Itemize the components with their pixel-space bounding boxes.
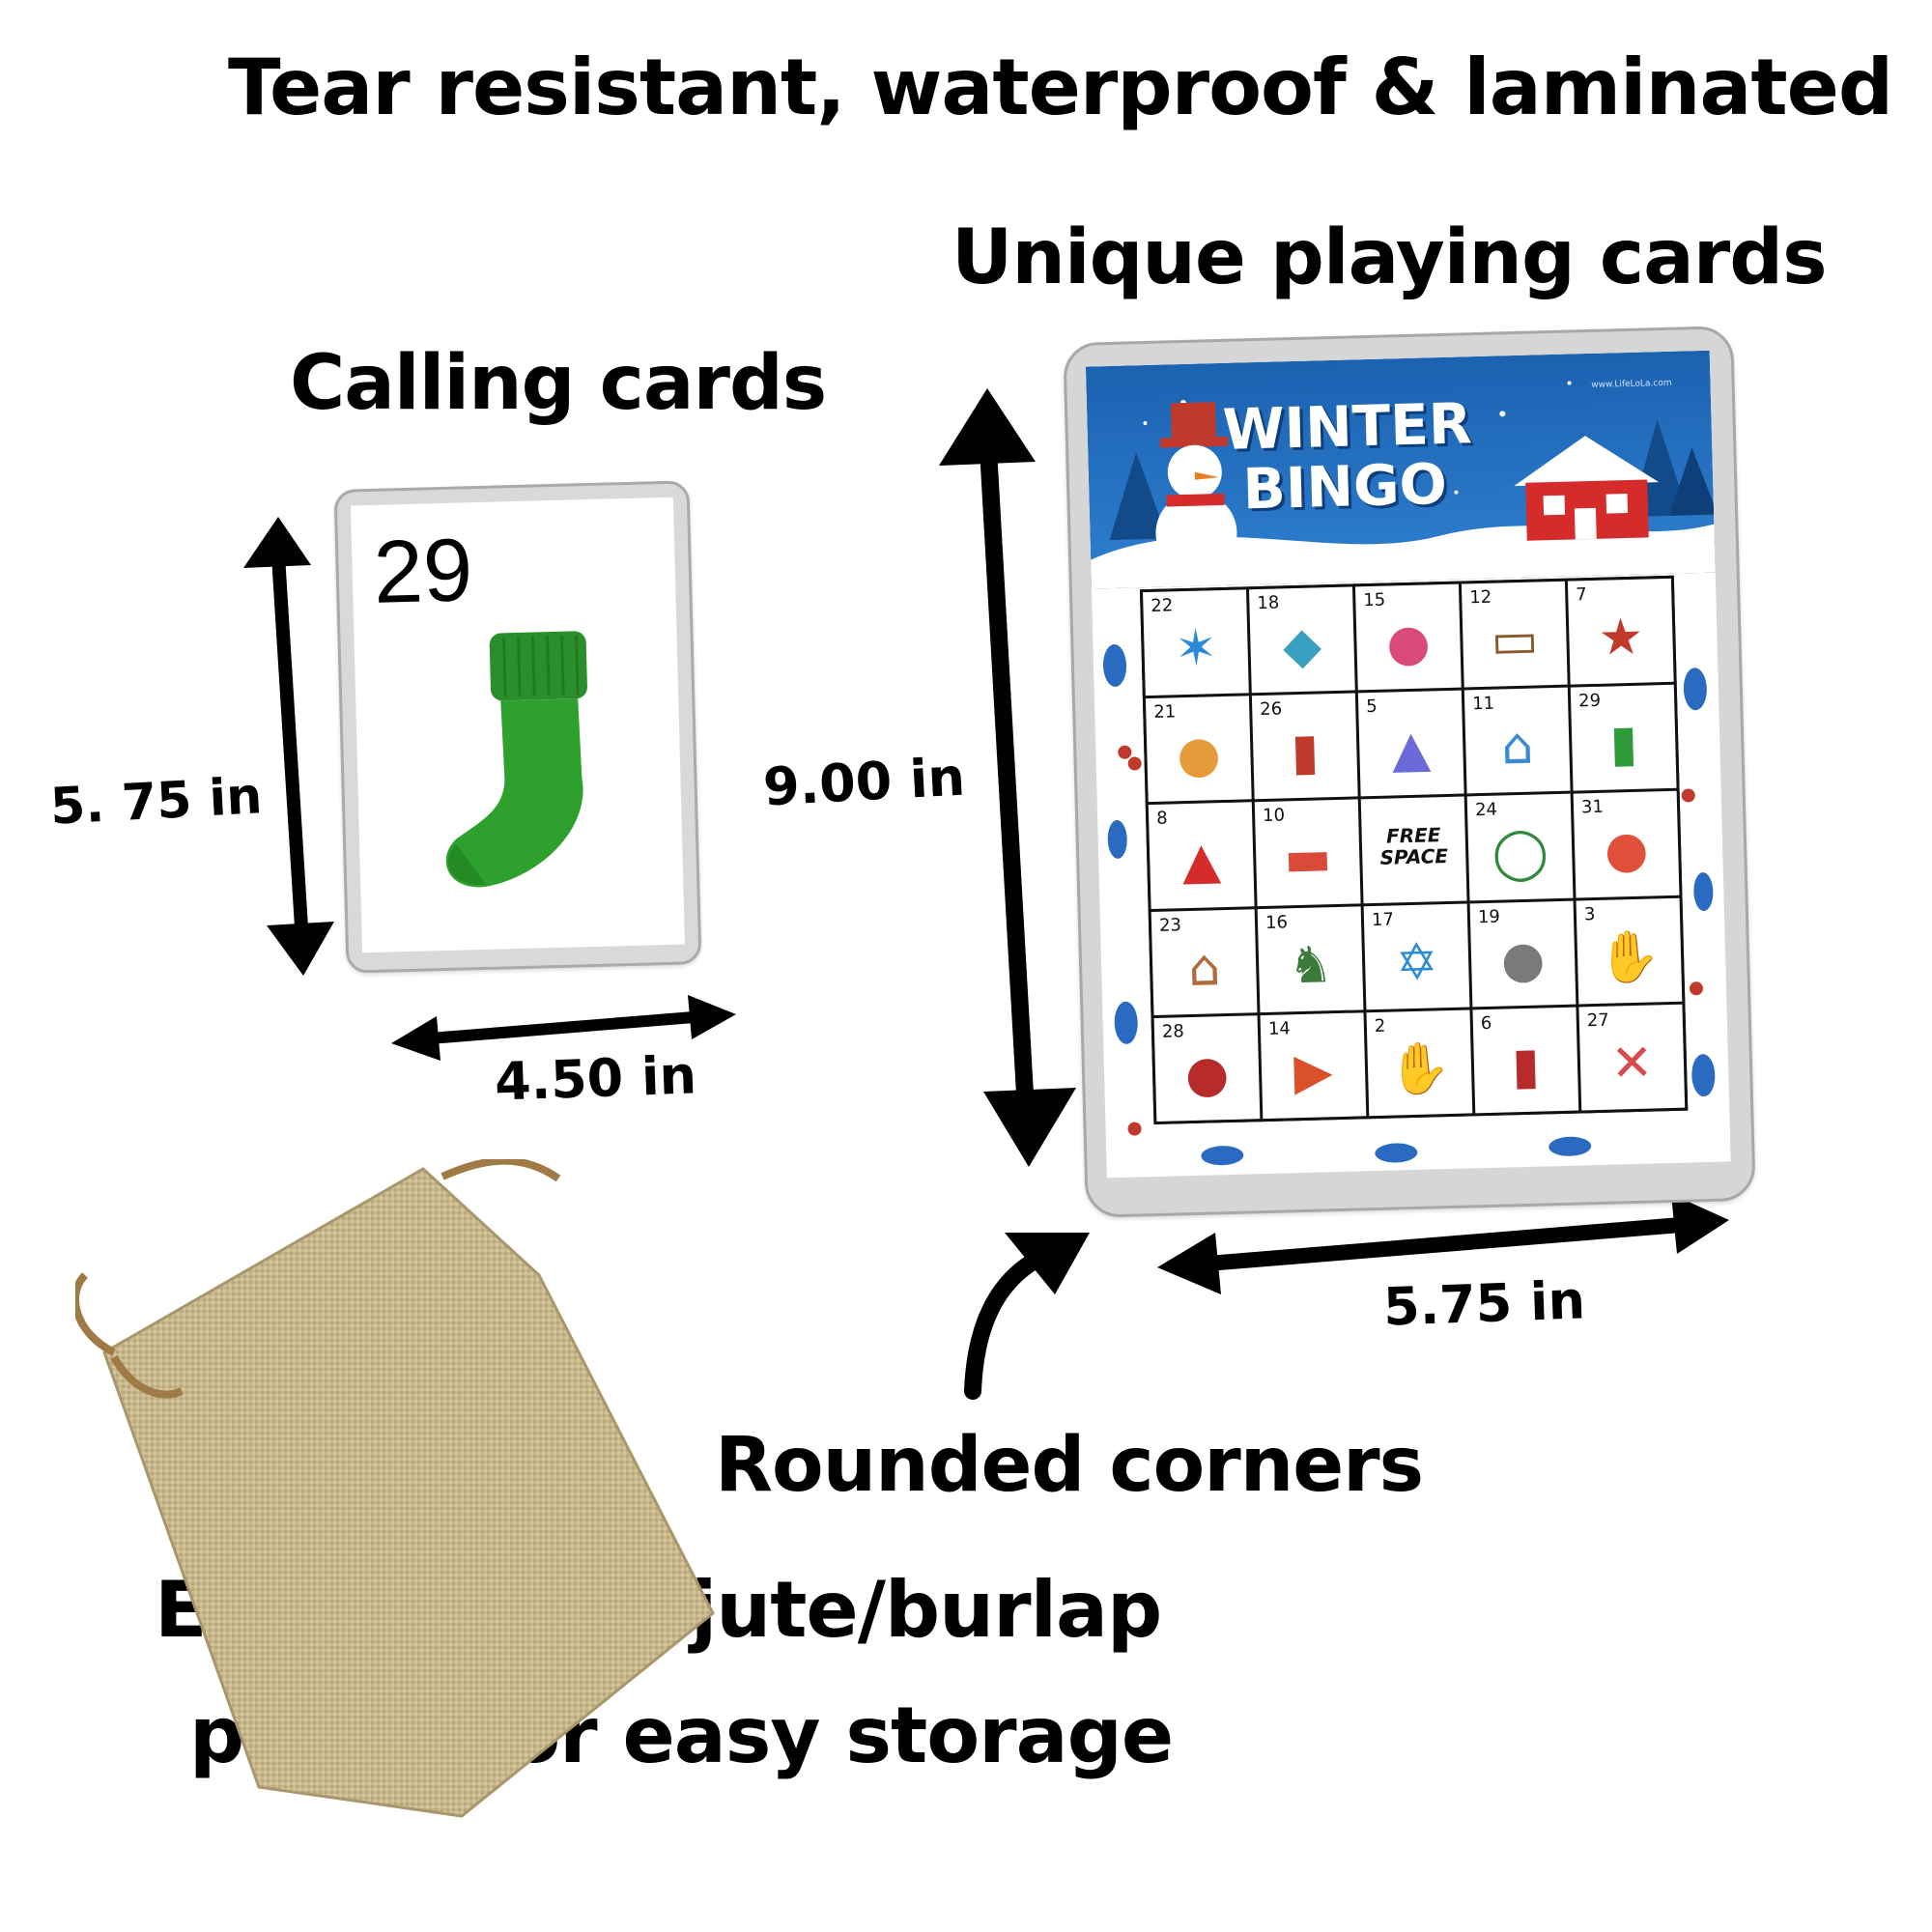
bingo-banner: WINTER BINGO www.LifeLoLa.com	[1085, 350, 1716, 589]
calling-card-face: 29	[350, 497, 685, 953]
jute-pouch-image	[75, 1159, 715, 1818]
title-heading: Tear resistant, waterproof & laminated	[228, 43, 1893, 132]
red-house-icon	[1514, 436, 1660, 541]
calling-cards-heading: Calling cards	[290, 340, 827, 427]
holly-leaves-decoration	[1103, 643, 1716, 1166]
unique-playing-cards-heading: Unique playing cards	[952, 214, 1828, 301]
bingo-title: WINTER BINGO	[1221, 390, 1473, 523]
bingo-sheet: WINTER BINGO www.LifeLoLa.com 22✶18◆15●1…	[1085, 350, 1731, 1179]
calling-card: 29	[333, 480, 702, 974]
snowy-trees-illustration	[1091, 381, 1716, 589]
bingo-title-line1: WINTER	[1221, 390, 1473, 463]
green-sock-icon	[445, 631, 587, 888]
rounded-corners-heading: Rounded corners	[715, 1422, 1424, 1509]
bingo-board: WINTER BINGO www.LifeLoLa.com 22✶18◆15●1…	[1063, 326, 1756, 1218]
snowman-icon	[1155, 402, 1237, 574]
calling-card-number: 29	[372, 521, 474, 622]
bingo-title-line2: BINGO	[1241, 450, 1448, 523]
